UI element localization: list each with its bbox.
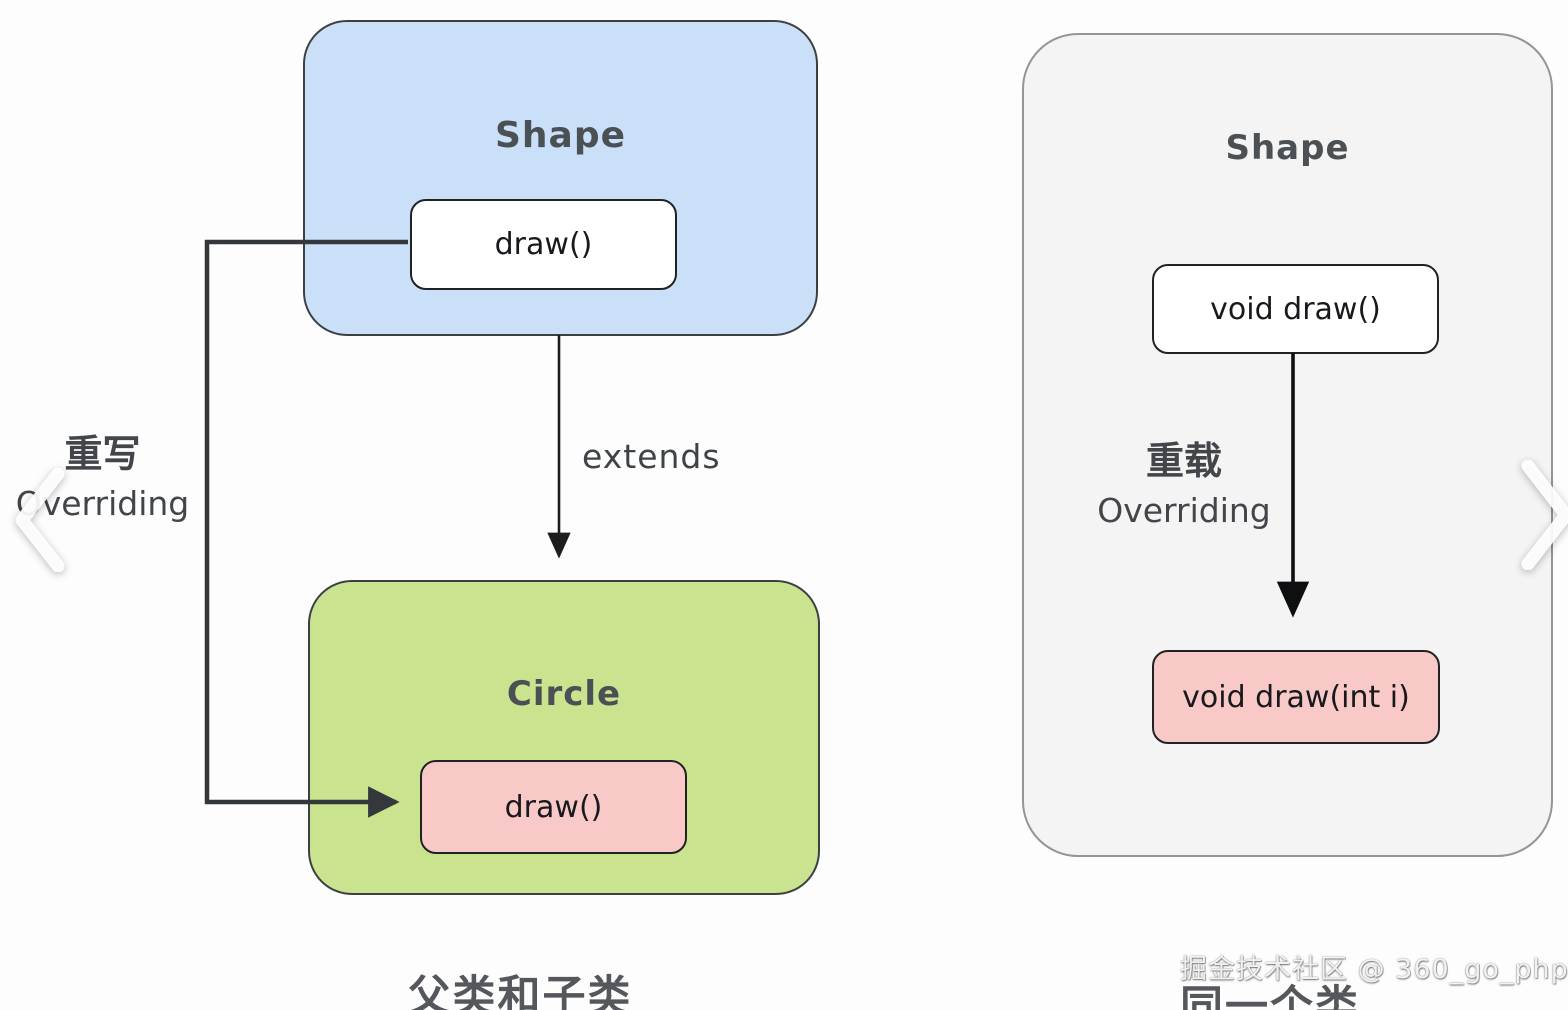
parent-class-box: Shape draw() [303, 20, 818, 336]
child-method-box: draw() [420, 760, 687, 854]
chevron-right-icon[interactable] [1518, 460, 1568, 570]
overriding-label-cn: 重写 [64, 432, 141, 476]
parent-method-label: draw() [494, 227, 593, 262]
parent-method-box: draw() [410, 199, 677, 290]
left-diagram-caption: 父类和子类 [407, 972, 633, 1010]
child-class-title: Circle [506, 674, 622, 714]
extends-label: extends [582, 437, 721, 476]
overloading-label-cn: 重载 [1145, 439, 1222, 483]
overload-method-top-box: void draw() [1152, 264, 1439, 354]
same-class-title: Shape [1225, 128, 1350, 168]
same-class-box: Shape void draw() void draw(int i) [1022, 33, 1553, 857]
overload-method-top-label: void draw() [1210, 291, 1381, 327]
parent-class-title: Shape [494, 115, 627, 156]
overloading-label: 重载 Overriding [1059, 437, 1309, 531]
chevron-left-icon[interactable] [8, 468, 72, 572]
overload-method-bottom-label: void draw(int i) [1182, 679, 1410, 715]
overload-method-bottom-box: void draw(int i) [1152, 650, 1440, 744]
right-diagram-caption: 同一个类 [1180, 982, 1360, 1010]
overloading-label-en: Overriding [1097, 491, 1271, 530]
child-method-label: draw() [504, 789, 603, 825]
child-class-box: Circle draw() [308, 580, 820, 895]
watermark: 掘金技术社区 @ 360_go_php [1180, 954, 1568, 985]
